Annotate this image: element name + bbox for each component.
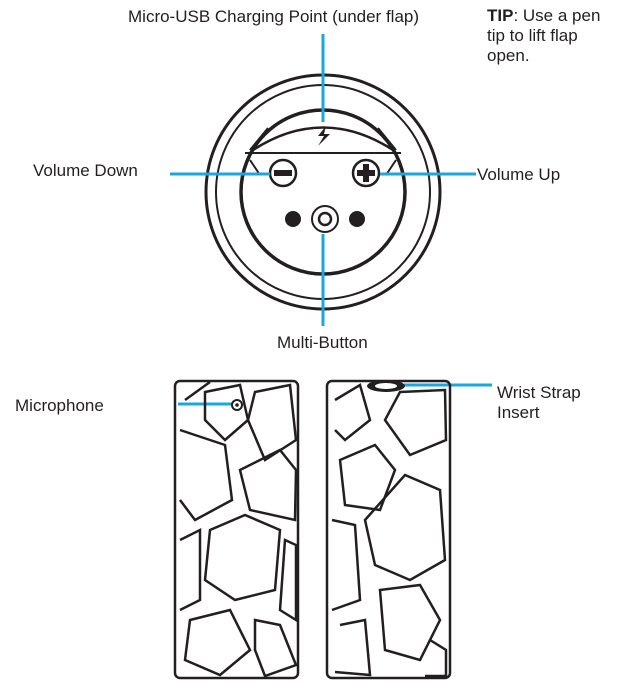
indicator-dot-left xyxy=(285,211,301,227)
volume-up-button[interactable] xyxy=(351,158,381,188)
volume-down-button[interactable] xyxy=(268,158,298,188)
usb-charging-label: Micro-USB Charging Point (under flap) xyxy=(128,7,420,26)
microphone-hole xyxy=(231,399,243,411)
tip-title: TIP xyxy=(487,6,514,25)
volume-down-label: Volume Down xyxy=(33,161,138,180)
multi-button[interactable] xyxy=(311,205,339,233)
volume-up-label: Volume Up xyxy=(477,165,561,184)
lightning-icon xyxy=(318,126,330,146)
device-side-right xyxy=(325,379,452,680)
tip-text: : Use a pen tip to lift flap open. xyxy=(487,6,601,65)
wrist-strap-label: Wrist Strap Insert xyxy=(497,383,581,422)
multi-button-label: Multi-Button xyxy=(277,333,368,352)
indicator-dot-right xyxy=(349,211,365,227)
minus-icon xyxy=(274,170,292,176)
plus-icon xyxy=(357,164,375,182)
leader-lines xyxy=(170,34,492,406)
device-side-left xyxy=(173,379,300,680)
microphone-label: Microphone xyxy=(15,396,104,415)
tip-note: TIP: Use a pen tip to lift flap open. xyxy=(487,6,622,66)
wrist-strap-slot xyxy=(367,380,405,392)
